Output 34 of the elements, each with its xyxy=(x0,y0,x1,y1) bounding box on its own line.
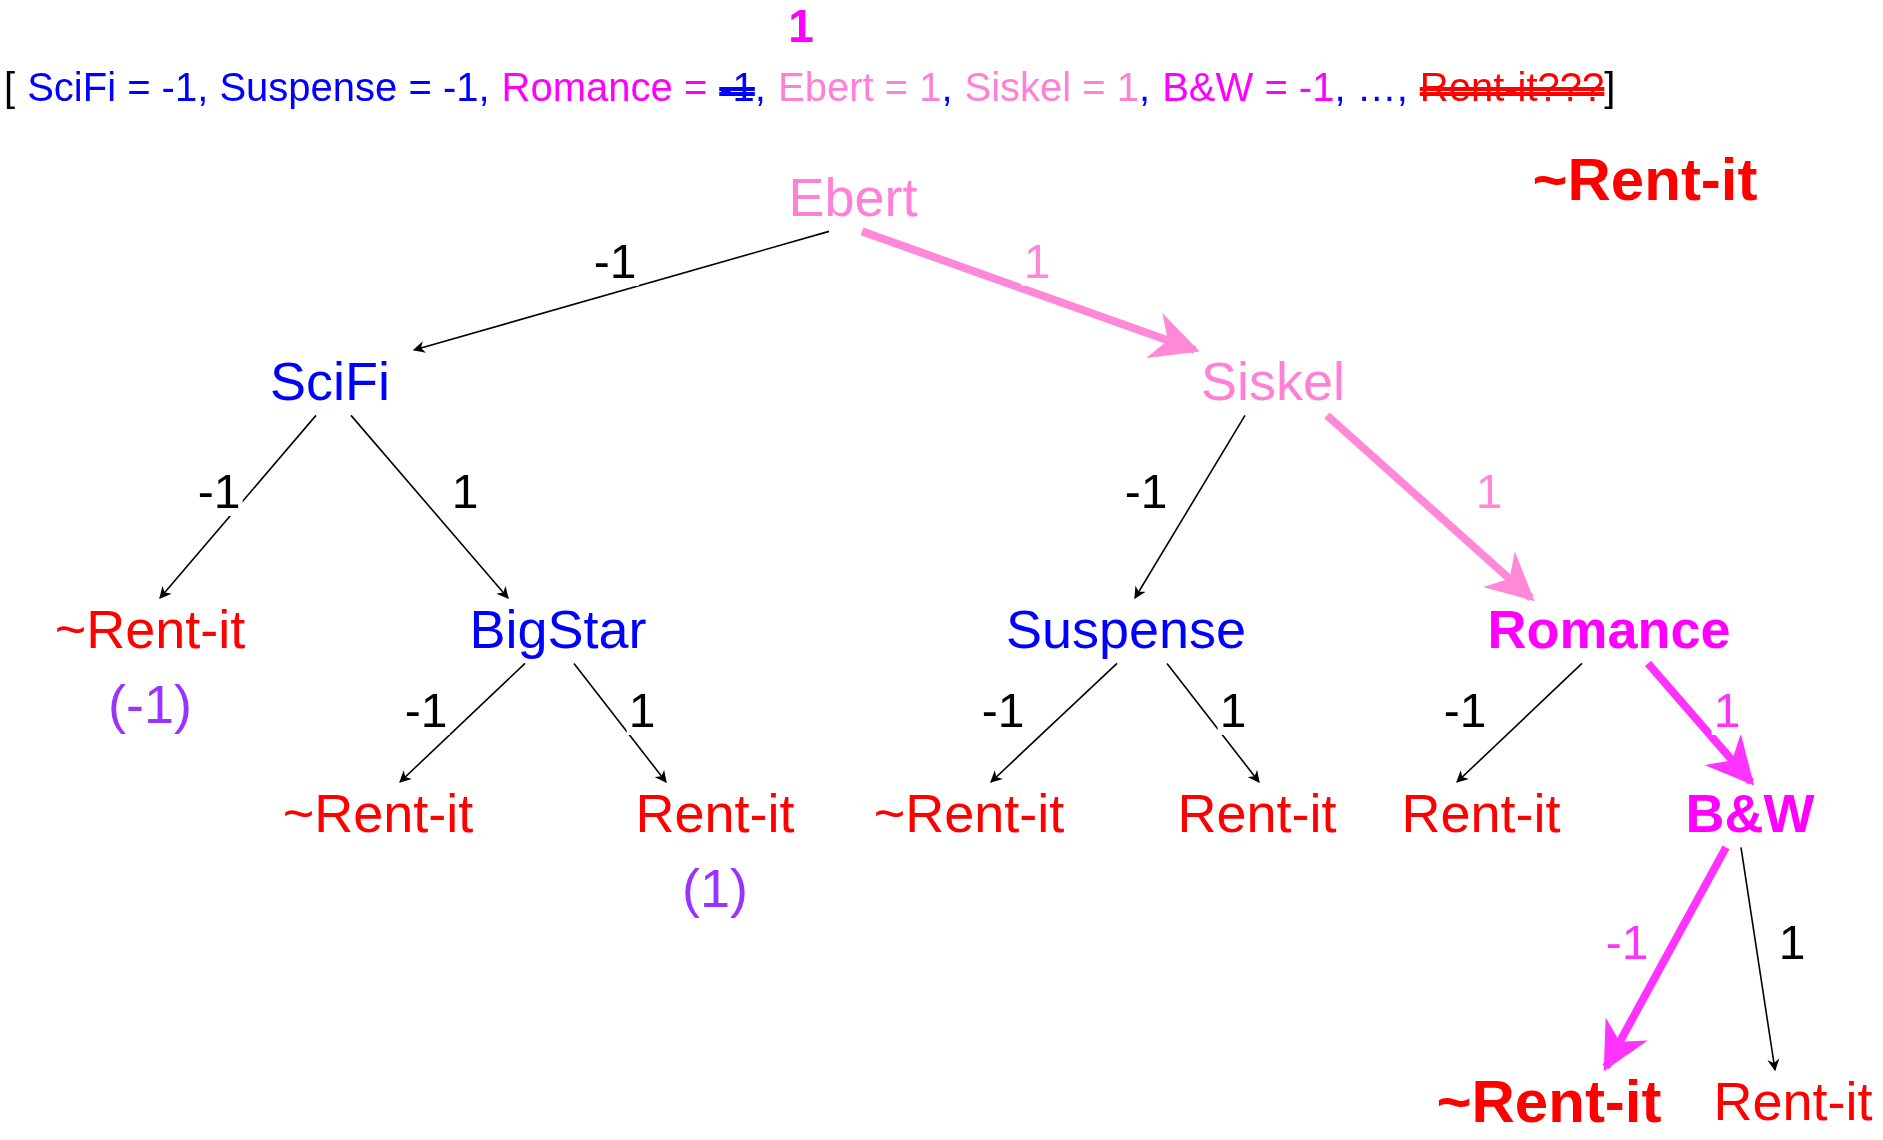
arrow xyxy=(1602,845,1730,1072)
arrow xyxy=(1166,662,1260,783)
leaf-label: Rent-it xyxy=(1401,784,1561,844)
leaf-label: Rent-it xyxy=(635,784,795,844)
node-label: Siskel xyxy=(1201,352,1345,412)
arrow xyxy=(1134,414,1246,600)
arrow xyxy=(1644,660,1755,786)
leaf-label: ~Rent-it xyxy=(54,600,246,660)
leaf-label: ~Rent-it xyxy=(282,784,474,844)
score-label: (1) xyxy=(682,859,748,919)
node-label: BigStar xyxy=(469,600,647,660)
arrow xyxy=(412,230,830,353)
arrow xyxy=(1740,846,1780,1072)
label: 1 xyxy=(788,3,814,49)
arrow xyxy=(990,662,1118,783)
arrow xyxy=(1456,662,1583,783)
arrow xyxy=(159,414,317,599)
leaf-label: ~Rent-it xyxy=(1436,1069,1662,1135)
node-label: SciFi xyxy=(270,352,390,412)
arrow xyxy=(399,662,526,783)
leaf-label: Rent-it xyxy=(1177,784,1337,844)
score-label: (-1) xyxy=(108,675,192,735)
arrow xyxy=(573,662,667,783)
prediction-label: ~Rent-it xyxy=(1532,150,1758,210)
arrow xyxy=(350,414,509,599)
leaf-label: Rent-it xyxy=(1713,1072,1873,1132)
node-label: Romance xyxy=(1487,600,1731,660)
leaf-label: ~Rent-it xyxy=(873,784,1065,844)
node-label: B&W xyxy=(1685,784,1815,844)
node-label: Suspense xyxy=(1005,600,1247,660)
feature-vector: [ SciFi = -1, Suspense = -1, Romance = -1, Ebert = 1, Siskel = 1, B&W = -1, …, Rent-it???] xyxy=(4,64,1616,111)
arrow xyxy=(1324,412,1535,602)
node-label: Ebert xyxy=(788,168,918,228)
arrow xyxy=(860,227,1200,359)
